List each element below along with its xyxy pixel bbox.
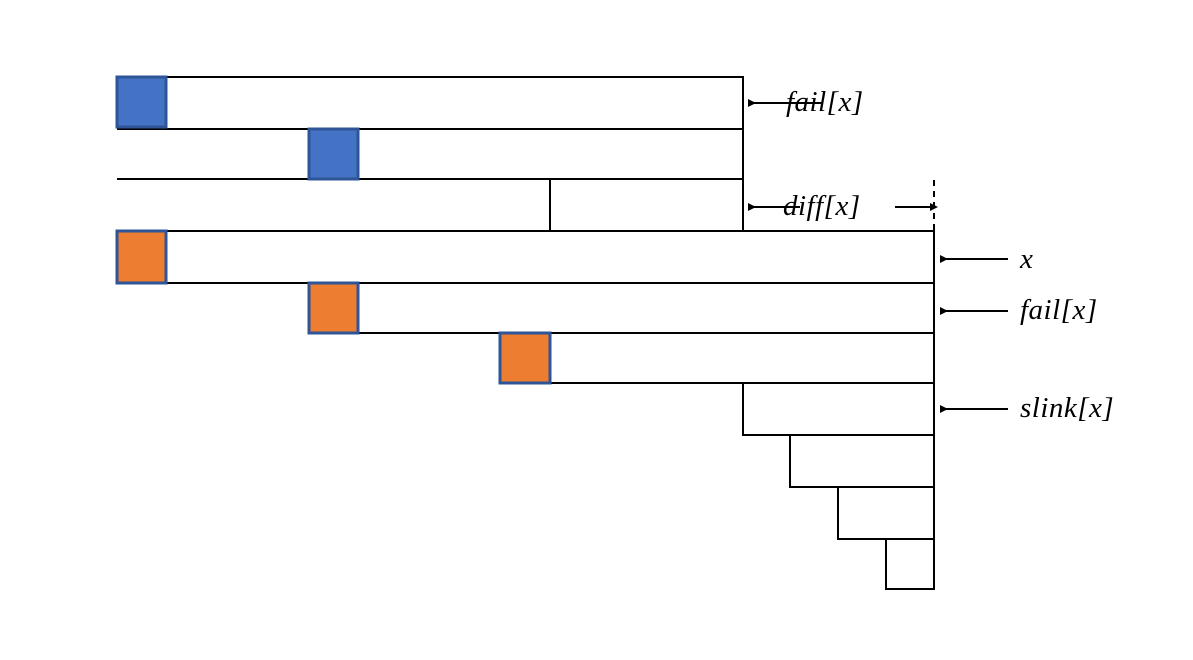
marker-orange-2 [307,281,360,335]
marker-blue-2 [307,127,360,181]
marker-orange-1 [115,229,168,285]
label-x: x [1020,243,1034,275]
bar-row-4 [117,230,935,284]
bar-row-3 [117,178,744,232]
bar-row-8 [789,434,935,488]
bar-row-2 [309,128,744,180]
marker-blue-1 [115,75,168,129]
annotation-arrows [748,99,1008,413]
marker-orange-3 [498,331,552,385]
bar-row-1 [117,76,744,130]
bar-row-7 [742,382,935,436]
bar-row-5 [309,282,935,334]
label-fail-mid: fail[x] [1020,294,1098,326]
bar-row-9 [837,486,935,540]
endpoint-markers [115,75,552,385]
label-slink: slink[x] [1020,392,1115,424]
bar-row-10 [885,538,935,590]
bar-row-6 [500,332,935,384]
label-diff: diff[x] [783,190,861,222]
label-fail-top: fail[x] [786,86,864,118]
bar-outlines [117,76,935,590]
